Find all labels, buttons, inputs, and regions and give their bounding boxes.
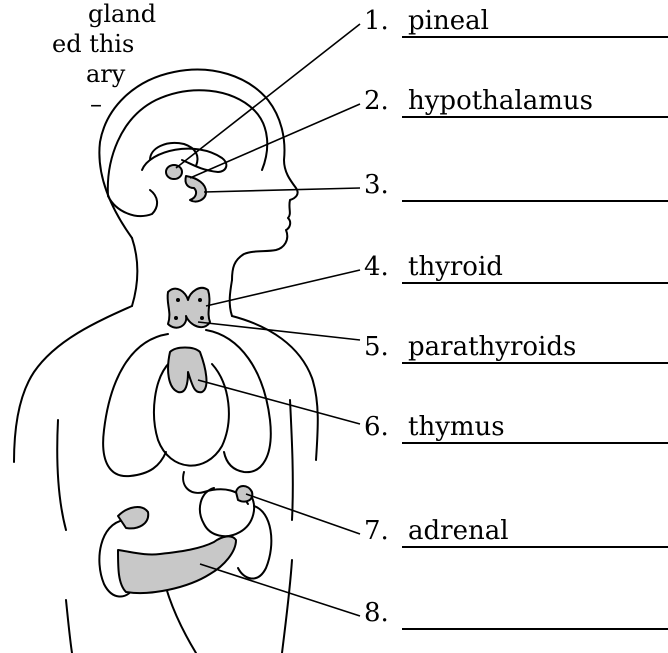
label-number: 3.: [364, 170, 389, 200]
answer-line: [402, 282, 668, 284]
label-number: 8.: [364, 598, 389, 628]
label-row-2: 2. hypothalamus: [364, 84, 668, 118]
right-lung: [206, 330, 271, 472]
answer-line: [402, 546, 668, 548]
label-row-3: 3.: [364, 168, 668, 202]
leader-line-4: [206, 270, 360, 306]
torso-right: [232, 316, 318, 460]
pelvis-left: [66, 600, 72, 653]
label-row-7: 7. adrenal: [364, 514, 668, 548]
thymus-gland: [168, 348, 206, 393]
left-adrenal: [118, 507, 148, 528]
label-row-8: 8.: [364, 596, 668, 630]
label-answer: pineal: [408, 6, 489, 36]
label-answer: adrenal: [408, 516, 509, 546]
left-arm-inner: [57, 420, 66, 530]
label-row-5: 5. parathyroids: [364, 330, 668, 364]
adrenal-gland: [236, 486, 252, 502]
leader-line-8: [200, 564, 360, 616]
label-row-6: 6. thymus: [364, 410, 668, 444]
answer-line: [402, 442, 668, 444]
answer-line: [402, 36, 668, 38]
pelvis-right: [282, 560, 292, 653]
label-answer: hypothalamus: [408, 86, 593, 116]
leader-line-6: [198, 380, 360, 424]
neck-front: [230, 280, 232, 316]
pituitary-gland: [185, 176, 206, 202]
label-number: 1.: [364, 6, 389, 36]
leader-line-3: [204, 188, 360, 192]
label-answer: thyroid: [408, 252, 503, 282]
label-answer: parathyroids: [408, 332, 576, 362]
neck-back: [132, 238, 137, 306]
label-number: 6.: [364, 412, 389, 442]
label-row-4: 4. thyroid: [364, 250, 668, 284]
answer-line: [402, 628, 668, 630]
answer-line: [402, 116, 668, 118]
left-lung: [103, 334, 168, 476]
label-number: 5.: [364, 332, 389, 362]
right-kidney: [238, 506, 271, 579]
label-row-1: 1. pineal: [364, 4, 668, 38]
leader-line-7: [246, 494, 360, 534]
leader-line-2: [190, 104, 360, 178]
label-number: 2.: [364, 86, 389, 116]
thyroid-gland: [168, 288, 210, 328]
answer-line: [402, 362, 668, 364]
answer-line: [402, 200, 668, 202]
pineal-gland: [166, 165, 182, 179]
label-number: 7.: [364, 516, 389, 546]
pancreas: [118, 536, 236, 593]
label-number: 4.: [364, 252, 389, 282]
label-answer: thymus: [408, 412, 505, 442]
right-arm-inner: [290, 400, 293, 520]
